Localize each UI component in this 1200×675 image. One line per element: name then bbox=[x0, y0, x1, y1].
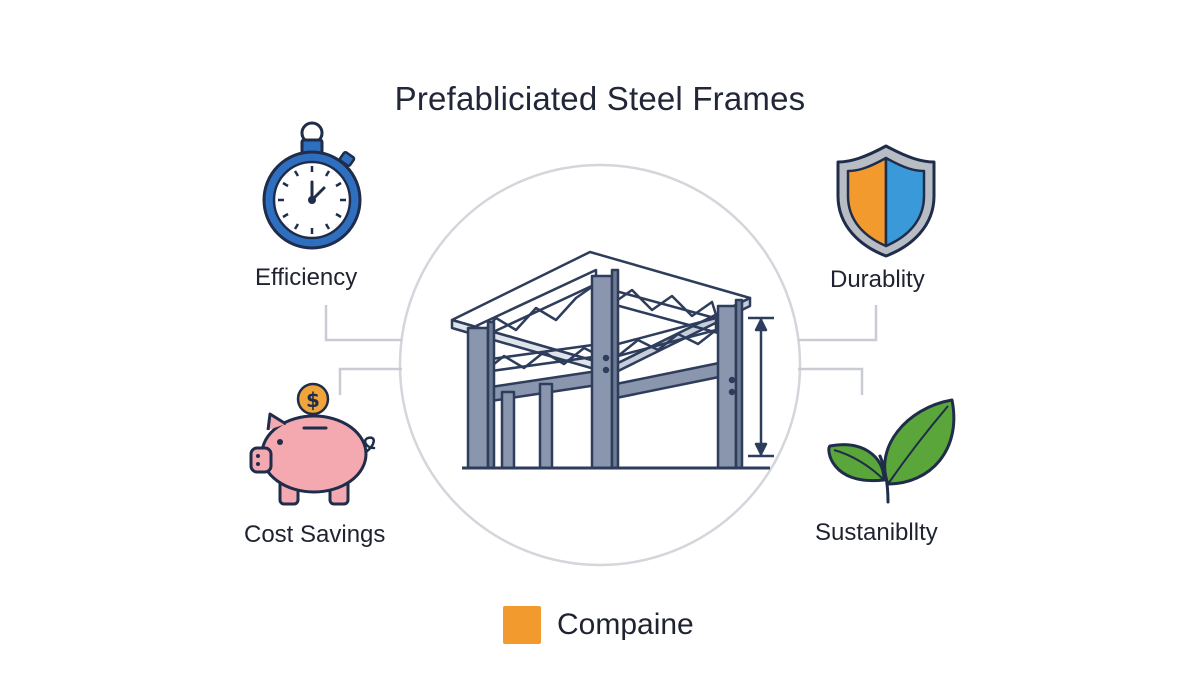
cost-savings-label: Cost Savings bbox=[244, 521, 386, 548]
diagram-title: Prefabliciated Steel Frames bbox=[394, 80, 806, 117]
connector-durability bbox=[798, 305, 878, 342]
shield-icon bbox=[836, 144, 936, 258]
legend: Compaine bbox=[503, 606, 694, 644]
legend-swatch bbox=[503, 606, 541, 644]
connector-lines bbox=[324, 305, 878, 395]
piggy-bank-icon: $ bbox=[249, 382, 376, 506]
connector-sustainability bbox=[798, 367, 864, 395]
leaf-icon bbox=[827, 398, 956, 504]
connector-cost-savings bbox=[338, 367, 402, 395]
connector-efficiency bbox=[324, 305, 402, 342]
legend-label: Compaine bbox=[557, 608, 694, 641]
svg-text:$: $ bbox=[306, 388, 320, 412]
sustainability-label: Sustanibllty bbox=[815, 519, 938, 546]
center-circle bbox=[398, 163, 802, 567]
stopwatch-icon bbox=[262, 121, 362, 250]
durability-label: Durablity bbox=[830, 266, 925, 293]
steel-frame-icon bbox=[450, 250, 774, 470]
efficiency-label: Efficiency bbox=[255, 264, 358, 291]
coin-icon: $ bbox=[296, 382, 330, 416]
